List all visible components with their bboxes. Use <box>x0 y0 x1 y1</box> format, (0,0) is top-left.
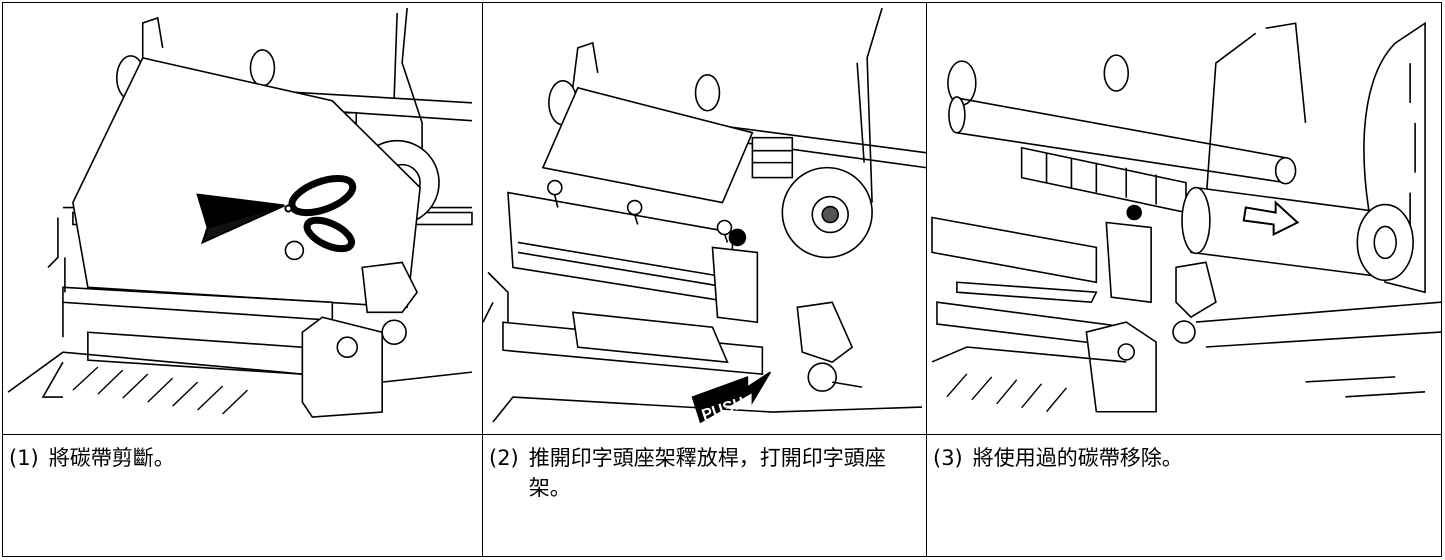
push-release-lever-icon: PUSH <box>483 7 926 424</box>
step-3-number: (3) <box>933 446 963 470</box>
step-1-illustration <box>3 3 483 435</box>
step-2-number: (2) <box>489 446 519 470</box>
remove-used-ribbon-arrow-icon <box>931 21 1441 413</box>
step-1-text: 將碳帶剪斷。 <box>48 446 175 470</box>
step-2-text: 推開印字頭座架釋放桿，打開印字頭座架。 <box>528 446 886 500</box>
step-2-caption: (2) 推開印字頭座架釋放桿，打開印字頭座架。 <box>483 435 927 556</box>
step-3-caption: (3) 將使用過的碳帶移除。 <box>927 435 1441 556</box>
step-1-caption: (1) 將碳帶剪斷。 <box>3 435 483 556</box>
step-3-text: 將使用過的碳帶移除。 <box>972 446 1183 470</box>
step-2-illustration: PUSH <box>483 3 927 435</box>
step-1-number: (1) <box>9 446 39 470</box>
scissors-cutting-ribbon-icon <box>7 7 473 418</box>
step-3-illustration <box>927 3 1441 435</box>
